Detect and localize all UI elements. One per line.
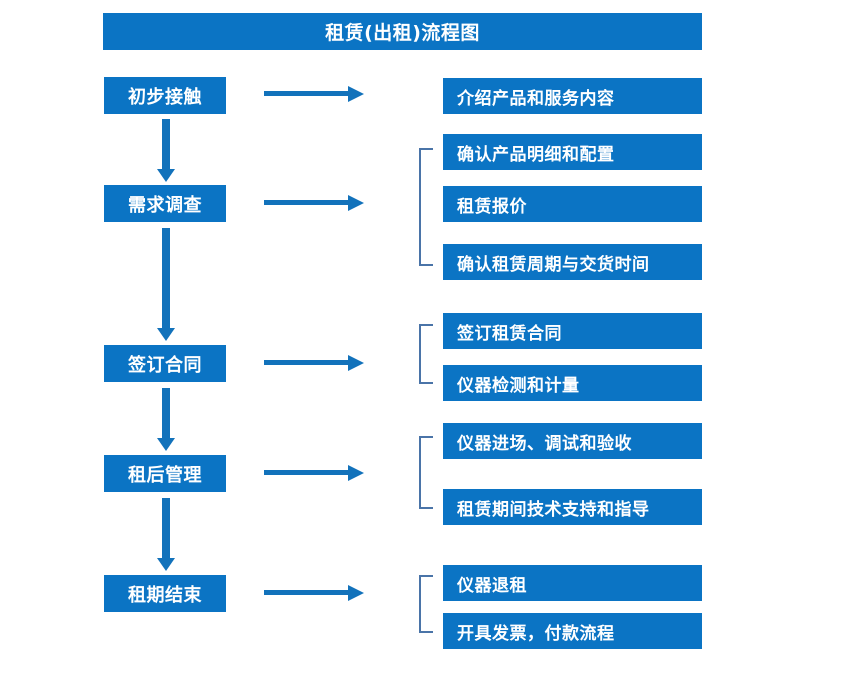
flow-arrow-4-head bbox=[157, 558, 175, 571]
stage-box-4[interactable]: 租后管理 bbox=[104, 455, 226, 492]
detail-box-2-1[interactable]: 确认产品明细和配置 bbox=[443, 134, 702, 170]
detail-box-2-2[interactable]: 租赁报价 bbox=[443, 186, 702, 222]
branch-arrow-2-shaft bbox=[264, 200, 349, 205]
branch-arrow-1-shaft bbox=[264, 91, 349, 96]
detail-box-4-1[interactable]: 仪器进场、调试和验收 bbox=[443, 423, 702, 459]
branch-arrow-3-shaft bbox=[264, 360, 349, 365]
flow-arrow-3-shaft bbox=[162, 388, 170, 438]
branch-arrow-4 bbox=[264, 465, 364, 481]
branch-arrow-1-head bbox=[348, 86, 364, 102]
stage-box-3[interactable]: 签订合同 bbox=[104, 345, 226, 382]
flow-arrow-3-head bbox=[157, 438, 175, 451]
stage-box-1[interactable]: 初步接触 bbox=[104, 77, 226, 114]
bracket-connector-3 bbox=[419, 324, 433, 384]
bracket-connector-5 bbox=[419, 575, 433, 633]
detail-box-5-1[interactable]: 仪器退租 bbox=[443, 565, 702, 601]
detail-box-3-1[interactable]: 签订租赁合同 bbox=[443, 313, 702, 349]
stage-box-5[interactable]: 租期结束 bbox=[104, 575, 226, 612]
flow-arrow-1-shaft bbox=[162, 119, 170, 169]
branch-arrow-5-head bbox=[348, 585, 364, 601]
stage-box-2[interactable]: 需求调查 bbox=[104, 185, 226, 222]
branch-arrow-2 bbox=[264, 195, 364, 211]
detail-box-5-2[interactable]: 开具发票，付款流程 bbox=[443, 613, 702, 649]
detail-box-2-3[interactable]: 确认租赁周期与交货时间 bbox=[443, 244, 702, 280]
flow-arrow-1-head bbox=[157, 169, 175, 182]
branch-arrow-2-head bbox=[348, 195, 364, 211]
flow-arrow-4-shaft bbox=[162, 498, 170, 558]
flow-arrow-4 bbox=[157, 498, 175, 571]
flow-arrow-2 bbox=[157, 228, 175, 341]
detail-box-1-1[interactable]: 介绍产品和服务内容 bbox=[443, 78, 702, 114]
flow-arrow-2-head bbox=[157, 328, 175, 341]
branch-arrow-3 bbox=[264, 355, 364, 371]
detail-box-3-2[interactable]: 仪器检测和计量 bbox=[443, 365, 702, 401]
branch-arrow-5 bbox=[264, 585, 364, 601]
branch-arrow-1 bbox=[264, 86, 364, 102]
branch-arrow-4-head bbox=[348, 465, 364, 481]
flow-arrow-3 bbox=[157, 388, 175, 451]
branch-arrow-5-shaft bbox=[264, 590, 349, 595]
flow-arrow-1 bbox=[157, 119, 175, 182]
bracket-connector-2 bbox=[419, 148, 433, 266]
flow-arrow-2-shaft bbox=[162, 228, 170, 328]
chart-title: 租赁(出租)流程图 bbox=[103, 13, 702, 50]
branch-arrow-4-shaft bbox=[264, 470, 349, 475]
detail-box-4-2[interactable]: 租赁期间技术支持和指导 bbox=[443, 489, 702, 525]
branch-arrow-3-head bbox=[348, 355, 364, 371]
bracket-connector-4 bbox=[419, 436, 433, 509]
